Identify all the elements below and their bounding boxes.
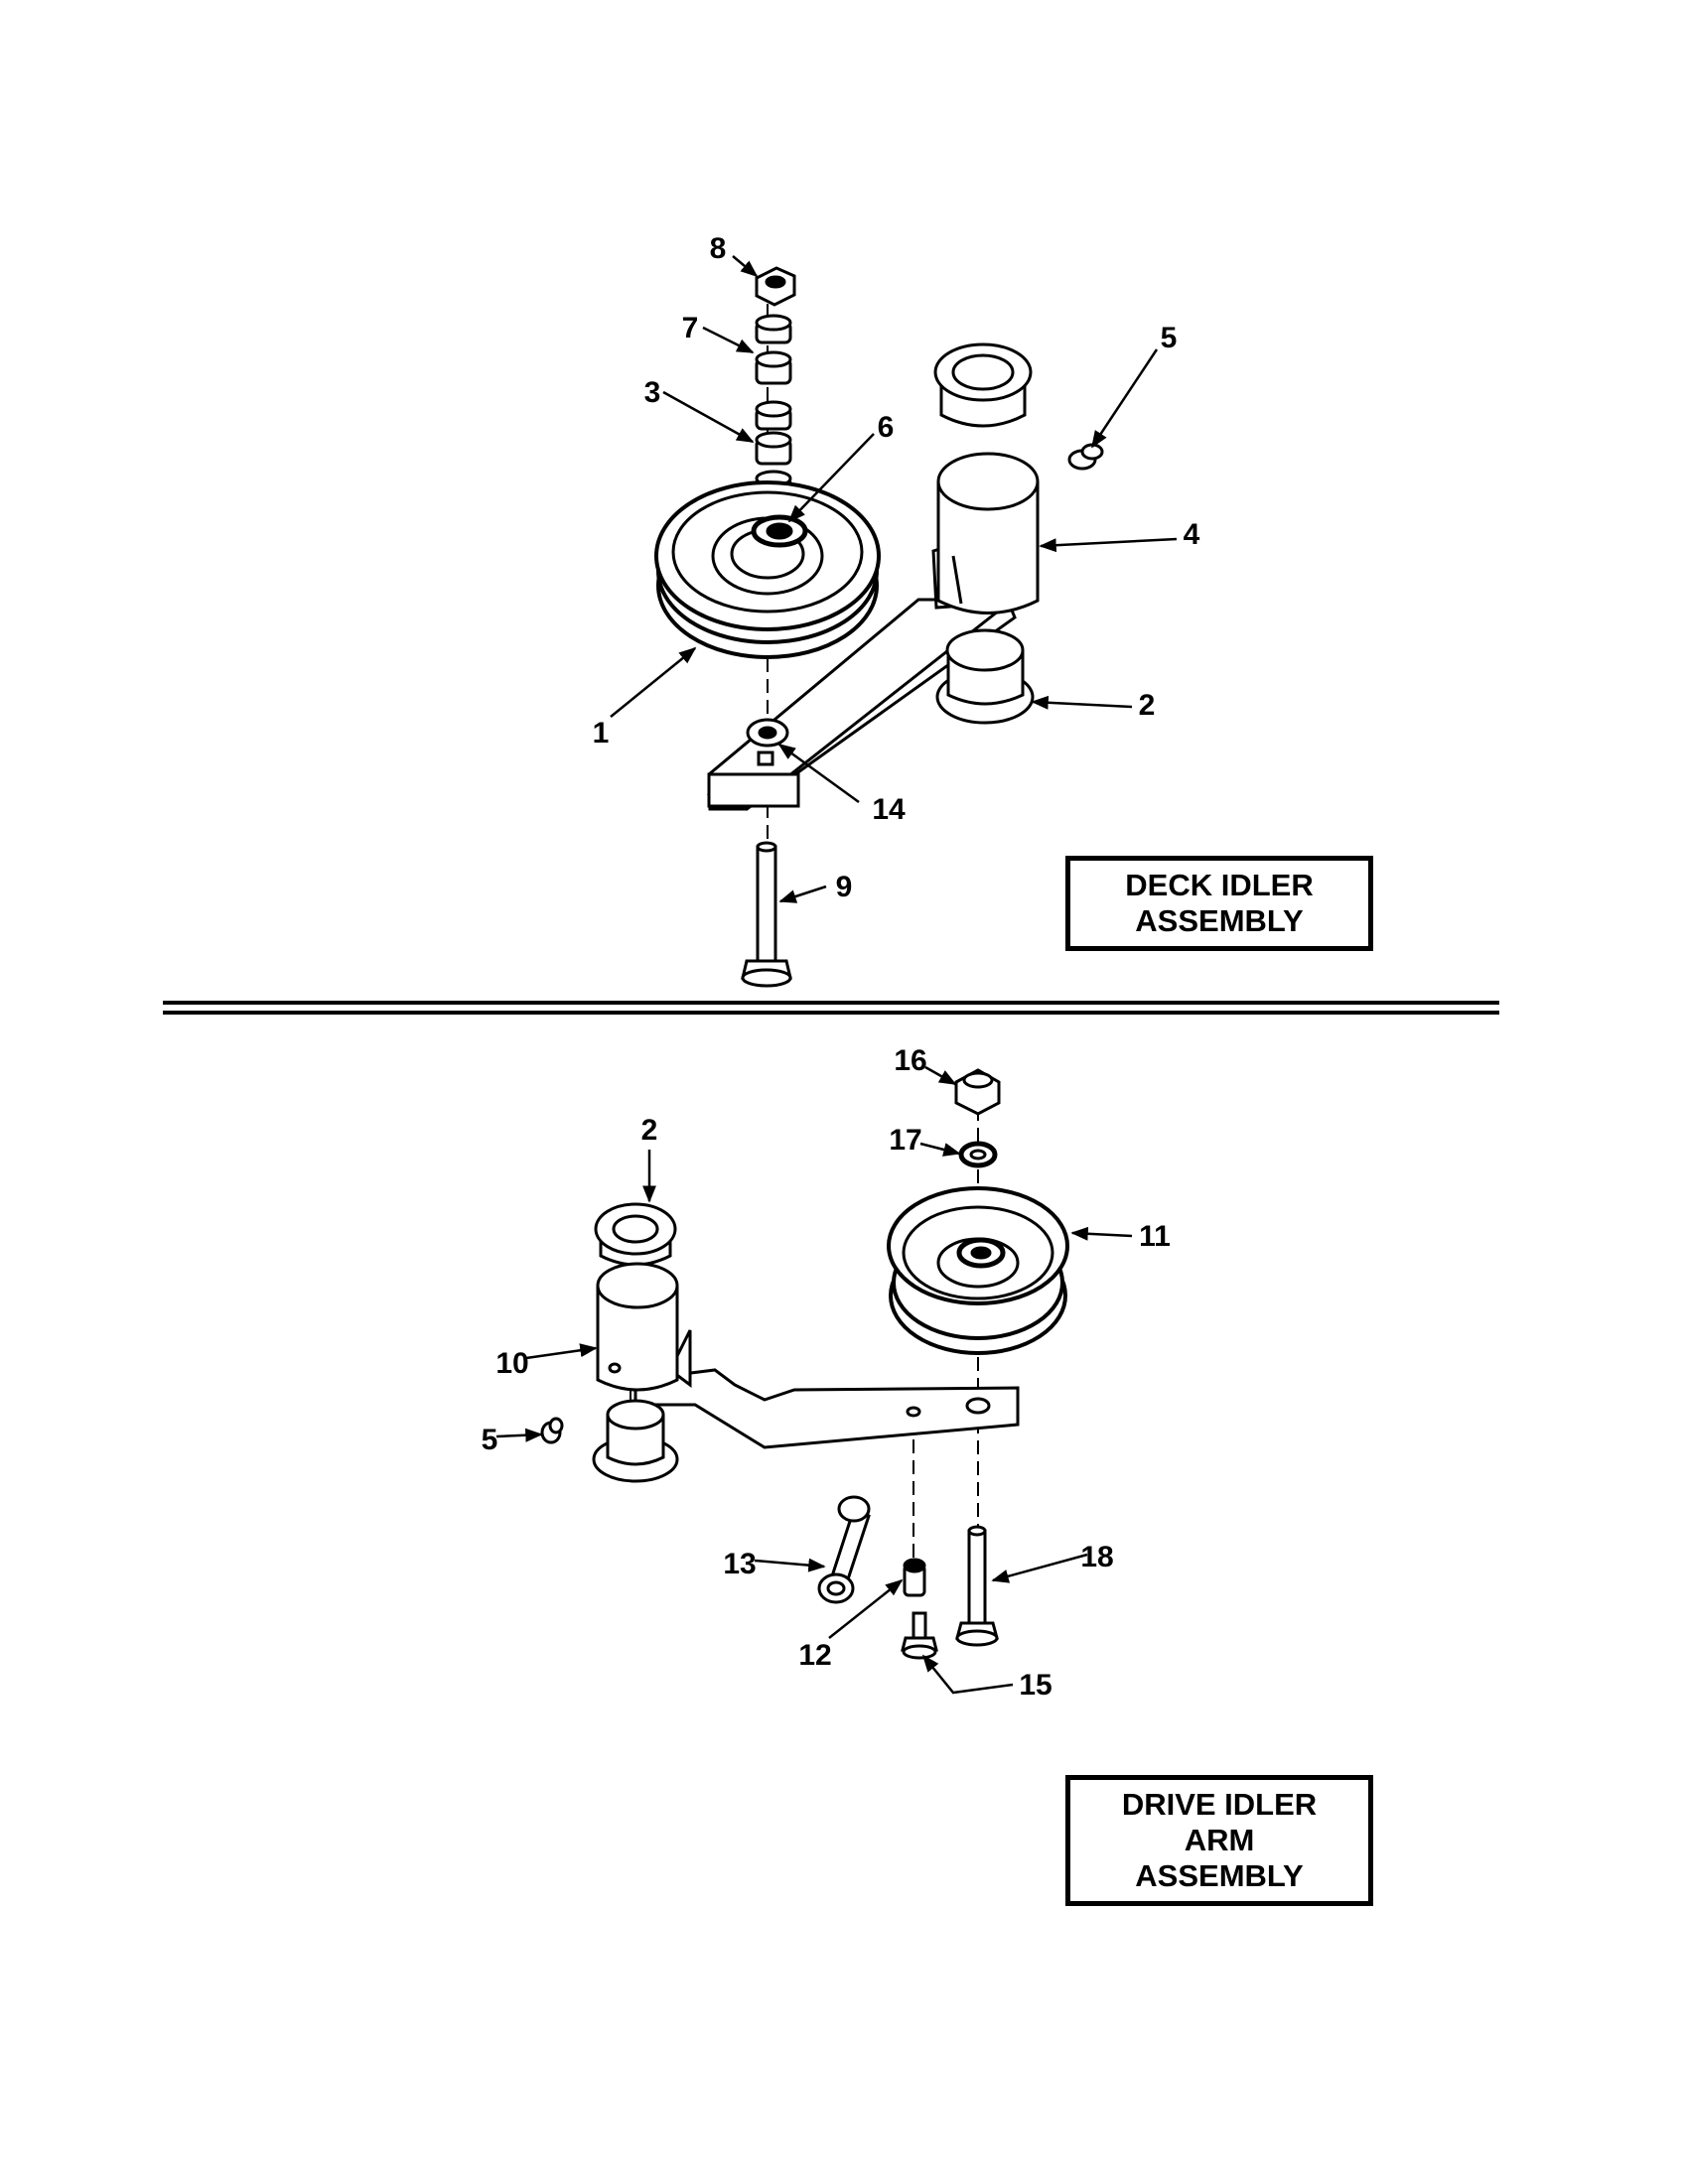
leader-drive-5 [495,1428,543,1442]
drive-washer [958,1141,998,1168]
leader-deck-3 [662,390,755,444]
deck-pivot-bolt [741,841,792,988]
callout-drive-11: 11 [1139,1220,1171,1253]
leader-deck-6 [787,433,875,523]
leader-drive-18 [991,1553,1088,1583]
callout-drive-10: 10 [495,1347,528,1380]
drive-title-line-2: ARM [1184,1823,1255,1857]
leader-deck-5 [1090,348,1159,449]
callout-deck-4: 4 [1184,518,1200,551]
drive-grease-fitting [540,1417,564,1444]
callout-drive-5: 5 [482,1424,498,1456]
leader-deck-8 [732,255,759,278]
drive-spacer [903,1558,926,1597]
leader-deck-4 [1039,537,1178,553]
deck-idler-pulley [654,480,881,659]
leader-drive-12 [828,1578,904,1639]
leader-drive-10 [525,1343,598,1360]
drive-pin [817,1495,871,1604]
callout-deck-5: 5 [1161,322,1178,354]
leader-deck-2 [1031,695,1133,710]
callout-deck-6: 6 [878,411,895,444]
leader-drive-13 [754,1558,826,1572]
callout-drive-2: 2 [641,1114,658,1147]
callout-deck-7: 7 [682,312,699,344]
drive-long-bolt [955,1525,999,1647]
drive-small-bolt [901,1611,938,1660]
deck-idler-assembly-title: DECK IDLER ASSEMBLY [1065,856,1373,951]
drive-idler-arm [596,1262,1020,1449]
leader-deck-7 [702,326,755,354]
deck-hex-nut [755,266,796,307]
deck-top-bushing [933,342,1033,428]
drive-idler-pulley [887,1186,1069,1355]
drive-hex-nut [954,1068,1001,1116]
deck-spacer-upper [755,314,792,385]
leader-deck-14 [777,743,860,804]
leader-drive-17 [919,1142,961,1157]
callout-deck-2: 2 [1139,689,1156,722]
drive-title-line-3: ASSEMBLY [1135,1858,1304,1893]
drive-title-line-1: DRIVE IDLER [1121,1787,1318,1822]
deck-title-line-1: DECK IDLER [1125,868,1314,902]
leader-drive-11 [1070,1226,1133,1241]
drive-idler-arm-assembly-title: DRIVE IDLER ARM ASSEMBLY [1065,1775,1373,1906]
deck-title-line-2: ASSEMBLY [1135,903,1304,938]
callout-drive-12: 12 [798,1639,831,1672]
leader-deck-9 [778,885,827,903]
leader-drive-15 [921,1654,1014,1695]
deck-washer [746,718,789,766]
callout-deck-9: 9 [836,871,853,903]
callout-drive-13: 13 [723,1548,756,1580]
drive-bottom-bushing [592,1399,679,1483]
deck-grease-fitting [1067,443,1104,471]
callout-drive-17: 17 [889,1124,921,1157]
callout-drive-15: 15 [1019,1669,1052,1702]
leader-deck-1 [610,646,697,718]
callout-deck-14: 14 [872,793,906,826]
callout-deck-3: 3 [644,376,661,409]
deck-bottom-bushing [935,628,1035,725]
drive-top-bushing [594,1202,677,1267]
callout-deck-1: 1 [593,717,610,750]
leader-drive-16 [924,1065,957,1086]
callout-drive-18: 18 [1080,1541,1113,1573]
callout-deck-8: 8 [710,232,727,265]
callout-drive-16: 16 [894,1044,926,1077]
